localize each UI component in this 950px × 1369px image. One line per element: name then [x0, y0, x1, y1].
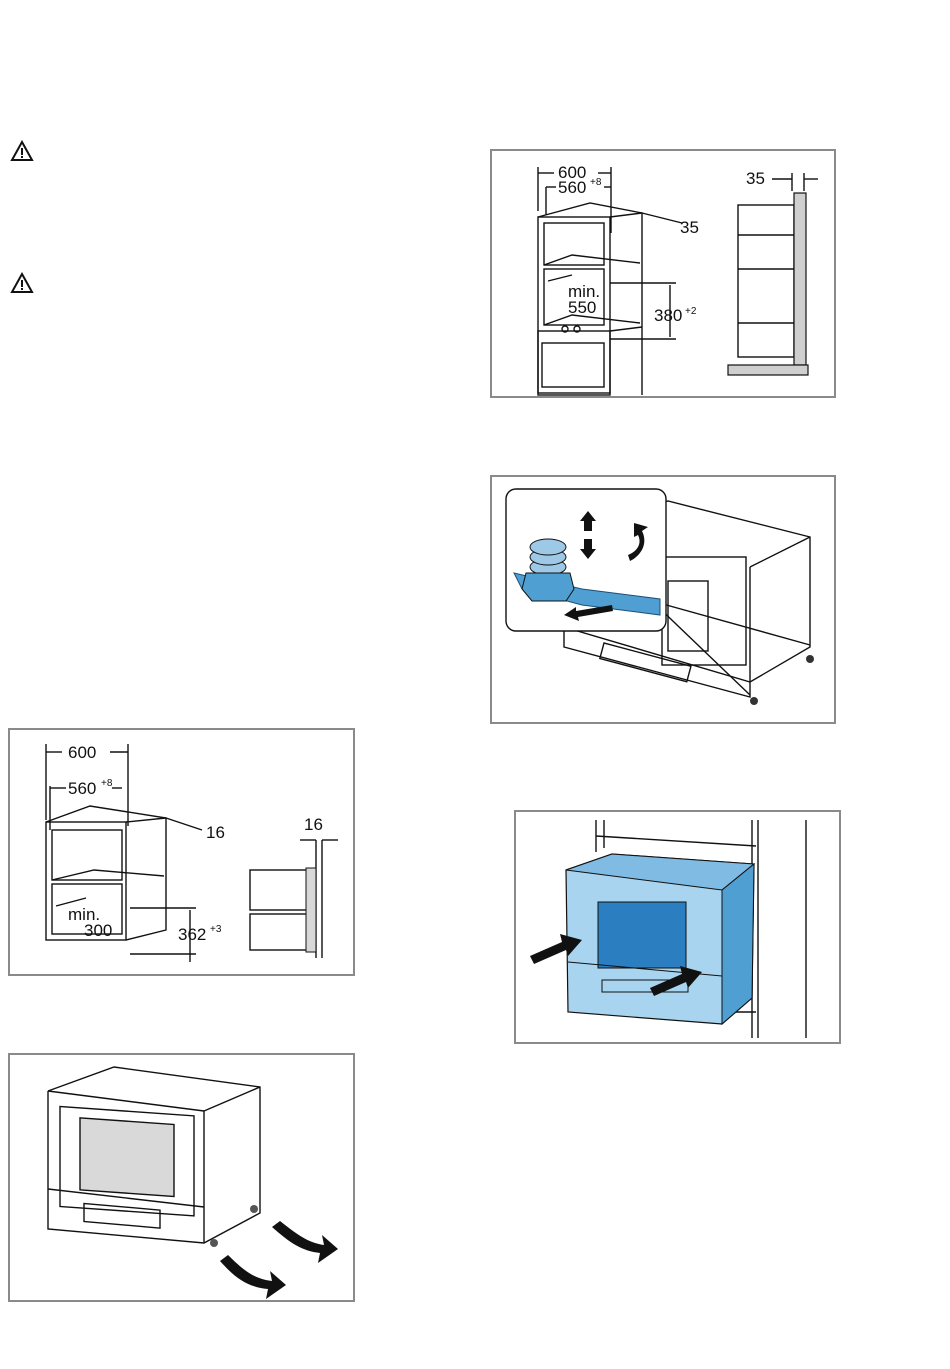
- dim-inner-width: 560: [68, 779, 96, 798]
- warning-triangle-icon: [10, 140, 34, 162]
- dim-inner-width-tol: +8: [101, 778, 113, 789]
- dim-height: 362: [178, 925, 206, 944]
- dim-depth: 35: [680, 218, 699, 237]
- dim-height-tol: +3: [210, 924, 222, 935]
- dim-min-value: 550: [568, 298, 596, 317]
- adjust-feet-drawing: [492, 477, 836, 724]
- figure-wall-cabinet-dimensions: 600 560 +8 16 min. 300 362 +3 16: [8, 728, 355, 976]
- dim-width: 600: [68, 743, 96, 762]
- dim-inner-width: 560: [558, 178, 586, 197]
- dim-depth: 16: [206, 823, 225, 842]
- figure-adjust-feet: [490, 475, 836, 724]
- dim-side-depth: 16: [304, 815, 323, 834]
- wall-cabinet-drawing: 600 560 +8 16 min. 300 362 +3 16: [10, 730, 355, 976]
- dim-side-depth: 35: [746, 169, 765, 188]
- figure-remove-screws: [8, 1053, 355, 1302]
- warning-triangle-icon: [10, 272, 34, 294]
- figure-tall-cabinet-dimensions: 600 560 +8 35 min. 550 380 +2 35: [490, 149, 836, 398]
- figure-insert-appliance: [514, 810, 841, 1044]
- remove-screws-drawing: [10, 1055, 355, 1302]
- dim-height: 380: [654, 306, 682, 325]
- dim-height-tol: +2: [685, 306, 697, 317]
- tall-cabinet-drawing: 600 560 +8 35 min. 550 380 +2 35: [492, 151, 836, 398]
- insert-appliance-drawing: [516, 812, 841, 1044]
- dim-min-value: 300: [84, 921, 112, 940]
- dim-inner-width-tol: +8: [590, 177, 602, 188]
